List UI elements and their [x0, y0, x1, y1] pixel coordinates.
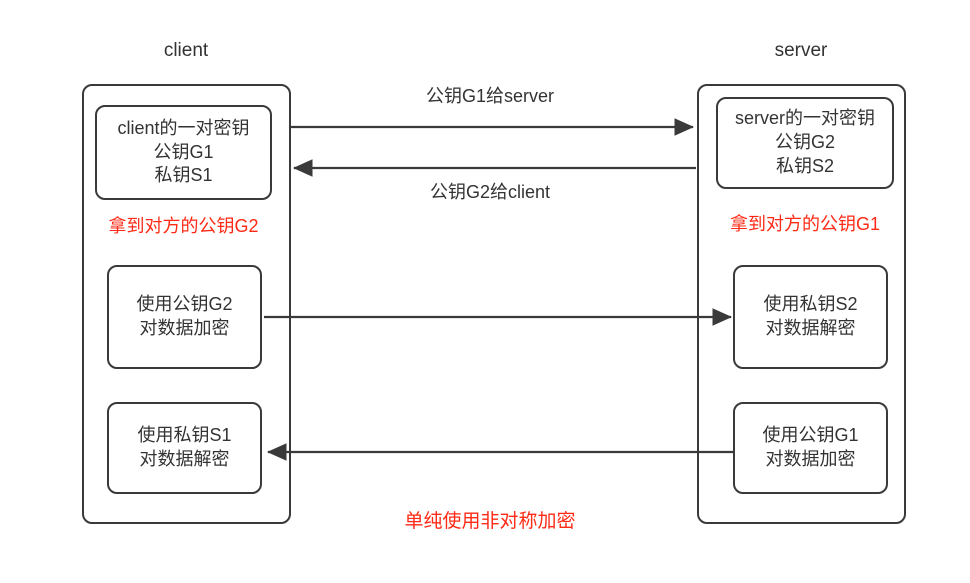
server-keypair-line-3: 私钥S2	[775, 155, 835, 176]
client-decrypt-box: 使用私钥S1 对数据解密	[107, 402, 262, 494]
server-decrypt-box: 使用私钥S2 对数据解密	[733, 265, 888, 369]
client-decrypt-line-1: 使用私钥S1	[137, 425, 232, 446]
server-keypair-line-1: server的一对密钥	[734, 108, 875, 129]
server-encrypt-box: 使用公钥G1 对数据加密	[733, 402, 888, 494]
server-keypair-line-2: 公钥G2	[774, 132, 835, 153]
client-keypair-line-1: client的一对密钥	[117, 117, 250, 138]
bottom-caption: 单纯使用非对称加密	[404, 511, 576, 532]
server-container	[697, 84, 906, 524]
arrow-label-pubkey-g1-to-server: 公钥G1给server	[425, 86, 555, 106]
server-note: 拿到对方的公钥G1	[729, 214, 880, 234]
server-decrypt-line-2: 对数据解密	[765, 318, 856, 338]
arrow-label-pubkey-g2-to-client: 公钥G2给client	[429, 182, 551, 202]
server-decrypt-line-1: 使用私钥S2	[763, 294, 858, 315]
client-encrypt-line-1: 使用公钥G2	[136, 294, 233, 315]
client-note: 拿到对方的公钥G2	[108, 216, 259, 236]
client-keypair-line-3: 私钥S1	[154, 165, 213, 186]
client-container	[82, 84, 291, 524]
server-encrypt-line-2: 对数据加密	[765, 449, 856, 469]
server-title: server	[774, 40, 828, 61]
client-title: client	[163, 40, 209, 61]
client-encrypt-box: 使用公钥G2 对数据加密	[107, 265, 262, 369]
server-encrypt-line-1: 使用公钥G1	[762, 425, 859, 446]
client-decrypt-line-2: 对数据解密	[139, 449, 230, 469]
server-keypair-box: server的一对密钥 公钥G2 私钥S2	[716, 97, 894, 189]
client-keypair-line-2: 公钥G1	[153, 141, 214, 162]
client-keypair-box: client的一对密钥 公钥G1 私钥S1	[95, 105, 272, 200]
client-encrypt-line-2: 对数据加密	[139, 318, 230, 338]
